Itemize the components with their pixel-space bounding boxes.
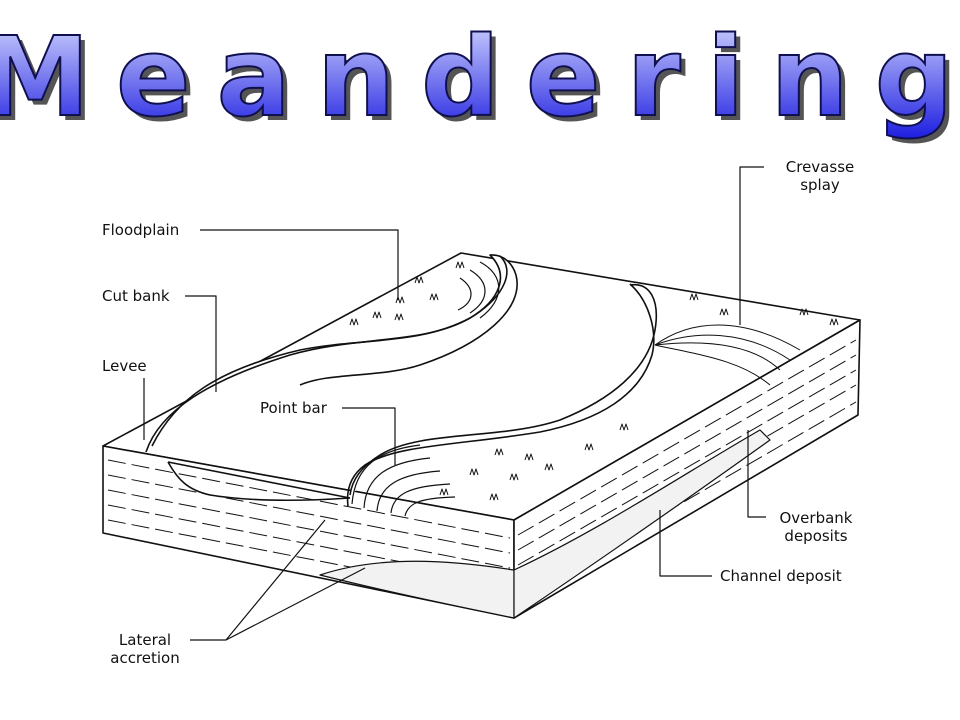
label-cut-bank: Cut bank bbox=[102, 287, 170, 305]
channel-deposit-lens bbox=[319, 560, 515, 619]
leader-point-bar bbox=[342, 407, 396, 465]
crevasse-splay-fan bbox=[654, 324, 801, 386]
label-overbank-deposits: Overbank deposits bbox=[768, 509, 864, 545]
channel-front-edge bbox=[167, 461, 351, 499]
leader-lines bbox=[143, 166, 766, 641]
label-point-bar: Point bar bbox=[260, 399, 327, 417]
label-lateral-line1: Lateral bbox=[118, 631, 172, 649]
upper-scrolls bbox=[457, 261, 500, 319]
leader-overbank bbox=[747, 430, 766, 518]
channel-bottom-curve bbox=[167, 461, 351, 502]
title-shadow: Meandering bbox=[0, 18, 960, 146]
label-overbank-line2: deposits bbox=[784, 527, 848, 545]
label-lateral-line2: accretion bbox=[110, 649, 180, 667]
leader-floodplain bbox=[200, 229, 399, 300]
label-crevasse-splay: Crevasse splay bbox=[770, 158, 870, 194]
label-lateral-accretion: Lateral accretion bbox=[100, 631, 190, 667]
leader-cut-bank bbox=[185, 295, 217, 392]
label-levee: Levee bbox=[102, 357, 147, 375]
title-graphic: Meandering Meandering bbox=[0, 12, 960, 146]
label-floodplain: Floodplain bbox=[102, 221, 180, 239]
label-crevasse-splay-line2: splay bbox=[800, 176, 840, 194]
grass-tufts bbox=[349, 261, 839, 501]
label-crevasse-splay-line1: Crevasse bbox=[785, 158, 855, 176]
leader-lateral-accretion-2 bbox=[225, 567, 366, 641]
page-title: Meandering bbox=[0, 13, 960, 141]
point-bar-scrolls bbox=[351, 444, 456, 517]
leader-channel-deposit bbox=[659, 510, 712, 577]
leader-crevasse-splay bbox=[739, 166, 764, 325]
label-overbank-line1: Overbank bbox=[779, 509, 853, 527]
channel-deposit-lens-right bbox=[513, 429, 771, 619]
leader-lateral-accretion-1 bbox=[225, 519, 326, 641]
river-channel bbox=[151, 254, 657, 496]
label-channel-deposit: Channel deposit bbox=[720, 567, 842, 585]
channel-right-bank bbox=[346, 283, 655, 507]
